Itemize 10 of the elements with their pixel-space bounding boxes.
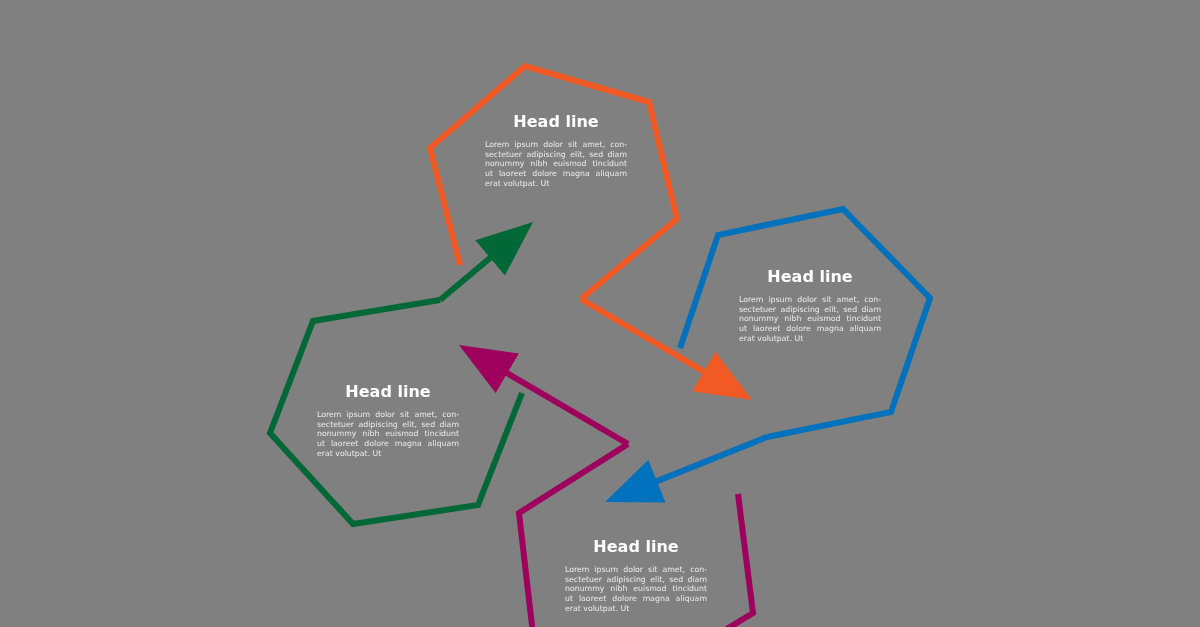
heading: Head line bbox=[767, 267, 853, 287]
heading: Head line bbox=[593, 537, 679, 557]
arrow bbox=[603, 434, 769, 505]
arrow bbox=[579, 296, 754, 403]
arrow bbox=[457, 342, 630, 447]
open-polygon-frame bbox=[266, 296, 526, 528]
arrow bbox=[438, 219, 535, 303]
open-polygon-frame bbox=[676, 205, 934, 441]
heading: Head line bbox=[345, 382, 431, 402]
heading: Head line bbox=[513, 112, 599, 132]
